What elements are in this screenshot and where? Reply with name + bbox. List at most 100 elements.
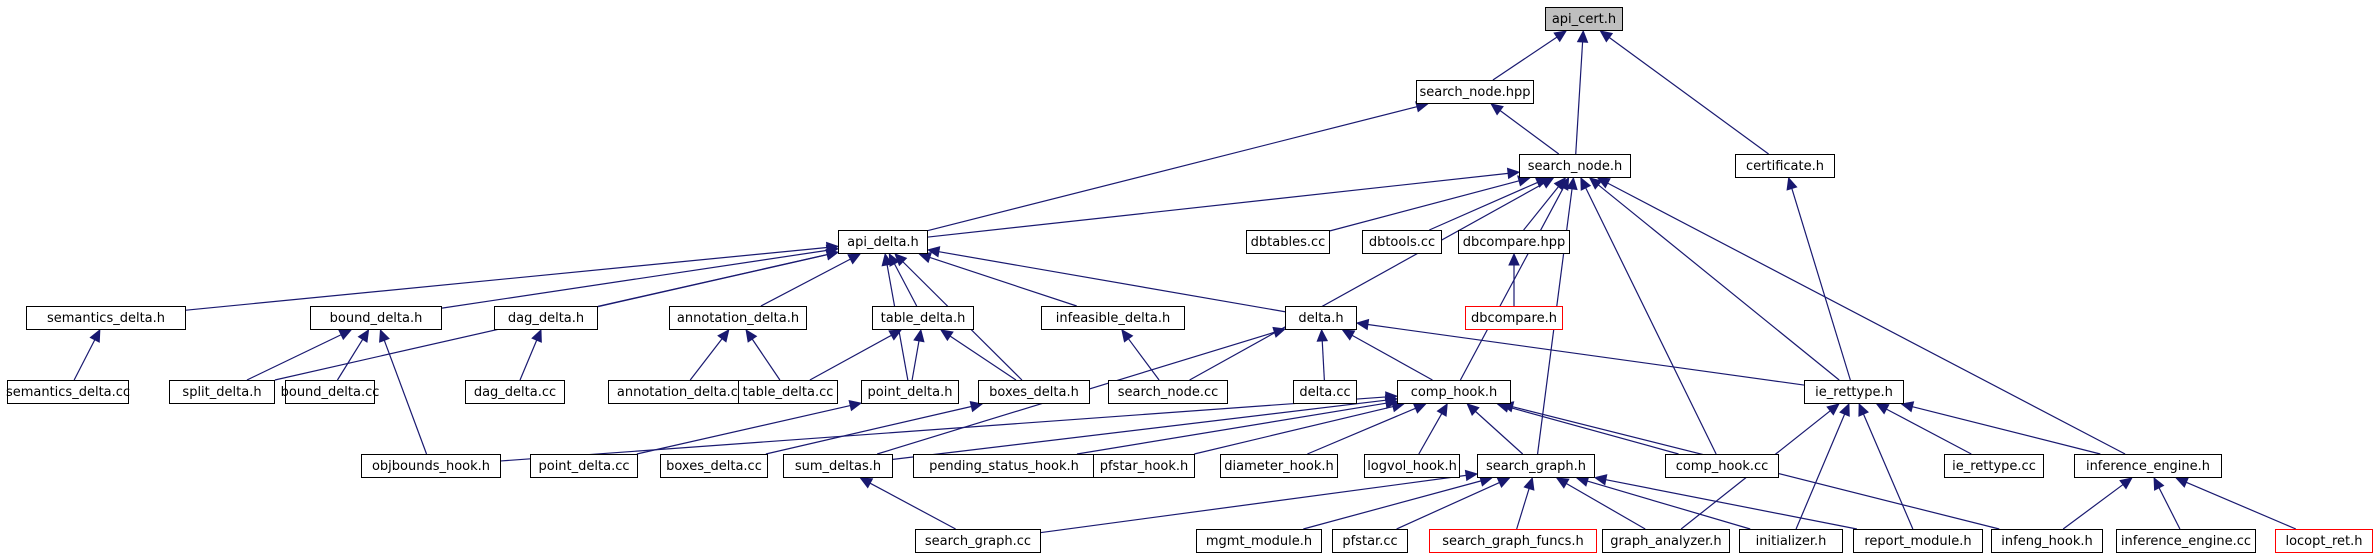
node-table-delta-cc[interactable]: table_delta.cc xyxy=(738,380,838,404)
edge-ie_rettype_h-to-delta_h xyxy=(1355,318,1805,386)
node-search-node-h[interactable]: search_node.h xyxy=(1519,154,1631,178)
edge-ie_rettype_h-to-certificate_h xyxy=(1786,176,1851,381)
node-semantics-delta-cc[interactable]: semantics_delta.cc xyxy=(6,380,130,404)
node-pending-status-hook-h[interactable]: pending_status_hook.h xyxy=(913,454,1095,478)
node-report-module-h[interactable]: report_module.h xyxy=(1853,529,1983,553)
edge-report_module_h-to-search_graph_h xyxy=(1593,474,1857,530)
node-annotation-delta-cc[interactable]: annotation_delta.cc xyxy=(608,380,754,404)
edge-delta_cc-to-delta_h xyxy=(1316,328,1329,381)
edge-graph_analyzer_h-to-search_graph_h xyxy=(1555,477,1646,530)
edge-search_node_h-to-api_cert xyxy=(1575,29,1589,155)
edge-table_delta_cc-to-annotation_delta_h xyxy=(745,328,781,381)
node-boxes-delta-cc[interactable]: boxes_delta.cc xyxy=(660,454,768,478)
node-dbtables-cc[interactable]: dbtables.cc xyxy=(1246,230,1330,254)
node-ie-rettype-h[interactable]: ie_rettype.h xyxy=(1804,380,1904,404)
node-dag-delta-cc[interactable]: dag_delta.cc xyxy=(465,380,565,404)
node-mgmt-module-h[interactable]: mgmt_module.h xyxy=(1196,529,1322,553)
node-semantics-delta-h[interactable]: semantics_delta.h xyxy=(26,306,186,330)
node-pfstar-cc[interactable]: pfstar.cc xyxy=(1332,529,1408,553)
edge-semantics_delta_cc-to-semantics_delta_h xyxy=(73,328,101,381)
edge-dag_delta_h-to-api_delta_h xyxy=(597,249,840,307)
edge-initializer_h-to-ie_rettype_h xyxy=(1795,402,1850,530)
node-initializer-h[interactable]: initializer.h xyxy=(1739,529,1843,553)
edge-search_graph_h-to-comp_hook_h xyxy=(1466,403,1524,455)
edge-pending_status_hook_h-to-comp_hook_h xyxy=(1076,397,1399,455)
edge-search_graph_cc-to-sum_deltas_h xyxy=(859,477,956,530)
edge-comp_hook_h-to-delta_h xyxy=(1341,329,1433,381)
edge-search_graph_cc-to-search_graph_h xyxy=(1040,469,1479,534)
edge-search_node_cc-to-infeasible_delta_h xyxy=(1121,329,1160,381)
edge-comp_hook_cc-to-search_node_h xyxy=(1580,176,1717,455)
node-api-delta-h[interactable]: api_delta.h xyxy=(838,230,928,254)
node-graph-analyzer-h[interactable]: graph_analyzer.h xyxy=(1602,529,1730,553)
node-pfstar-hook-h[interactable]: pfstar_hook.h xyxy=(1093,454,1195,478)
node-inference-engine-cc[interactable]: inference_engine.cc xyxy=(2116,529,2256,553)
edge-point_delta_h-to-table_delta_h xyxy=(911,328,925,381)
edge-search_graph_funcs_h-to-search_graph_h xyxy=(1516,476,1535,530)
edge-annotation_delta_cc-to-annotation_delta_h xyxy=(689,329,730,381)
edge-report_module_h-to-ie_rettype_h xyxy=(1858,402,1914,530)
edge-bound_delta_cc-to-bound_delta_h xyxy=(336,328,370,381)
node-bound-delta-h[interactable]: bound_delta.h xyxy=(310,306,442,330)
node-delta-cc[interactable]: delta.cc xyxy=(1293,380,1357,404)
edge-boxes_delta_cc-to-boxes_delta_h xyxy=(765,400,984,455)
edge-api_delta_h-to-search_node_hpp xyxy=(927,101,1429,232)
edge-search_node_h-to-search_node_hpp xyxy=(1490,103,1560,155)
node-boxes-delta-h[interactable]: boxes_delta.h xyxy=(978,380,1090,404)
node-search-graph-cc[interactable]: search_graph.cc xyxy=(915,529,1041,553)
node-search-graph-funcs-h[interactable]: search_graph_funcs.h xyxy=(1429,529,1597,553)
node-annotation-delta-h[interactable]: annotation_delta.h xyxy=(669,306,807,330)
edge-dag_delta_cc-to-dag_delta_h xyxy=(519,328,542,381)
node-dbcompare-hpp[interactable]: dbcompare.hpp xyxy=(1458,230,1570,254)
edge-ie_rettype_cc-to-ie_rettype_h xyxy=(1875,403,1972,455)
node-point-delta-h[interactable]: point_delta.h xyxy=(861,380,959,404)
edge-api_delta_h-to-search_node_h xyxy=(927,167,1521,238)
node-dbtools-cc[interactable]: dbtools.cc xyxy=(1362,230,1442,254)
node-comp-hook-cc[interactable]: comp_hook.cc xyxy=(1665,454,1779,478)
node-comp-hook-h[interactable]: comp_hook.h xyxy=(1397,380,1511,404)
node-table-delta-h[interactable]: table_delta.h xyxy=(872,306,974,330)
edge-objbounds_hook_h-to-bound_delta_h xyxy=(379,328,428,455)
edge-certificate_h-to-api_cert xyxy=(1599,30,1769,155)
node-point-delta-cc[interactable]: point_delta.cc xyxy=(530,454,638,478)
node-infeasible-delta-h[interactable]: infeasible_delta.h xyxy=(1041,306,1185,330)
node-sum-deltas-h[interactable]: sum_deltas.h xyxy=(783,454,893,478)
node-bound-delta-cc[interactable]: bound_delta.cc xyxy=(281,380,379,404)
edge-logvol_hook_h-to-comp_hook_h xyxy=(1418,402,1448,455)
node-delta-h[interactable]: delta.h xyxy=(1285,306,1357,330)
edge-inference_engine_h-to-search_node_h xyxy=(1596,177,2126,455)
edge-annotation_delta_h-to-api_delta_h xyxy=(760,253,862,307)
node-api-cert-h[interactable]: api_cert.h xyxy=(1545,7,1623,31)
node-infeng-hook-h[interactable]: infeng_hook.h xyxy=(1991,529,2103,553)
edge-boxes_delta_h-to-table_delta_h xyxy=(939,329,1017,381)
edge-dbcompare_h-to-dbcompare_hpp xyxy=(1508,252,1520,306)
node-ie-rettype-cc[interactable]: ie_rettype.cc xyxy=(1944,454,2044,478)
node-inference-engine-h[interactable]: inference_engine.h xyxy=(2074,454,2222,478)
edge-point_delta_cc-to-point_delta_h xyxy=(636,400,863,455)
node-diameter-hook-h[interactable]: diameter_hook.h xyxy=(1220,454,1338,478)
node-search-node-hpp[interactable]: search_node.hpp xyxy=(1416,80,1534,104)
edge-comp_hook_h-to-search_node_h xyxy=(1459,176,1570,381)
node-split-delta-h[interactable]: split_delta.h xyxy=(169,380,275,404)
edge-inference_engine_h-to-ie_rettype_h xyxy=(1900,401,2101,455)
node-dag-delta-h[interactable]: dag_delta.h xyxy=(494,306,598,330)
edge-search_node_hpp-to-api_cert xyxy=(1492,30,1568,81)
edge-delta_h-to-api_delta_h xyxy=(926,246,1286,313)
edge-split_delta_h-to-bound_delta_h xyxy=(246,329,353,381)
node-search-node-cc[interactable]: search_node.cc xyxy=(1108,380,1228,404)
node-locopt-ret-h[interactable]: locopt_ret.h xyxy=(2275,529,2373,553)
edge-table_delta_h-to-api_delta_h xyxy=(888,252,918,307)
node-search-graph-h[interactable]: search_graph.h xyxy=(1477,454,1595,478)
node-logvol-hook-h[interactable]: logvol_hook.h xyxy=(1364,454,1460,478)
edge-table_delta_cc-to-table_delta_h xyxy=(809,329,903,381)
edge-infeng_hook_h-to-inference_engine_h xyxy=(2062,477,2133,530)
edge-inference_engine_cc-to-inference_engine_h xyxy=(2153,476,2181,530)
node-objbounds-hook-h[interactable]: objbounds_hook.h xyxy=(361,454,501,478)
edge-ie_rettype_h-to-search_node_h xyxy=(1588,177,1840,381)
edge-search_node_cc-to-search_node_h xyxy=(1189,177,1555,381)
node-dbcompare-h[interactable]: dbcompare.h xyxy=(1465,306,1563,330)
node-certificate-h[interactable]: certificate.h xyxy=(1735,154,1835,178)
